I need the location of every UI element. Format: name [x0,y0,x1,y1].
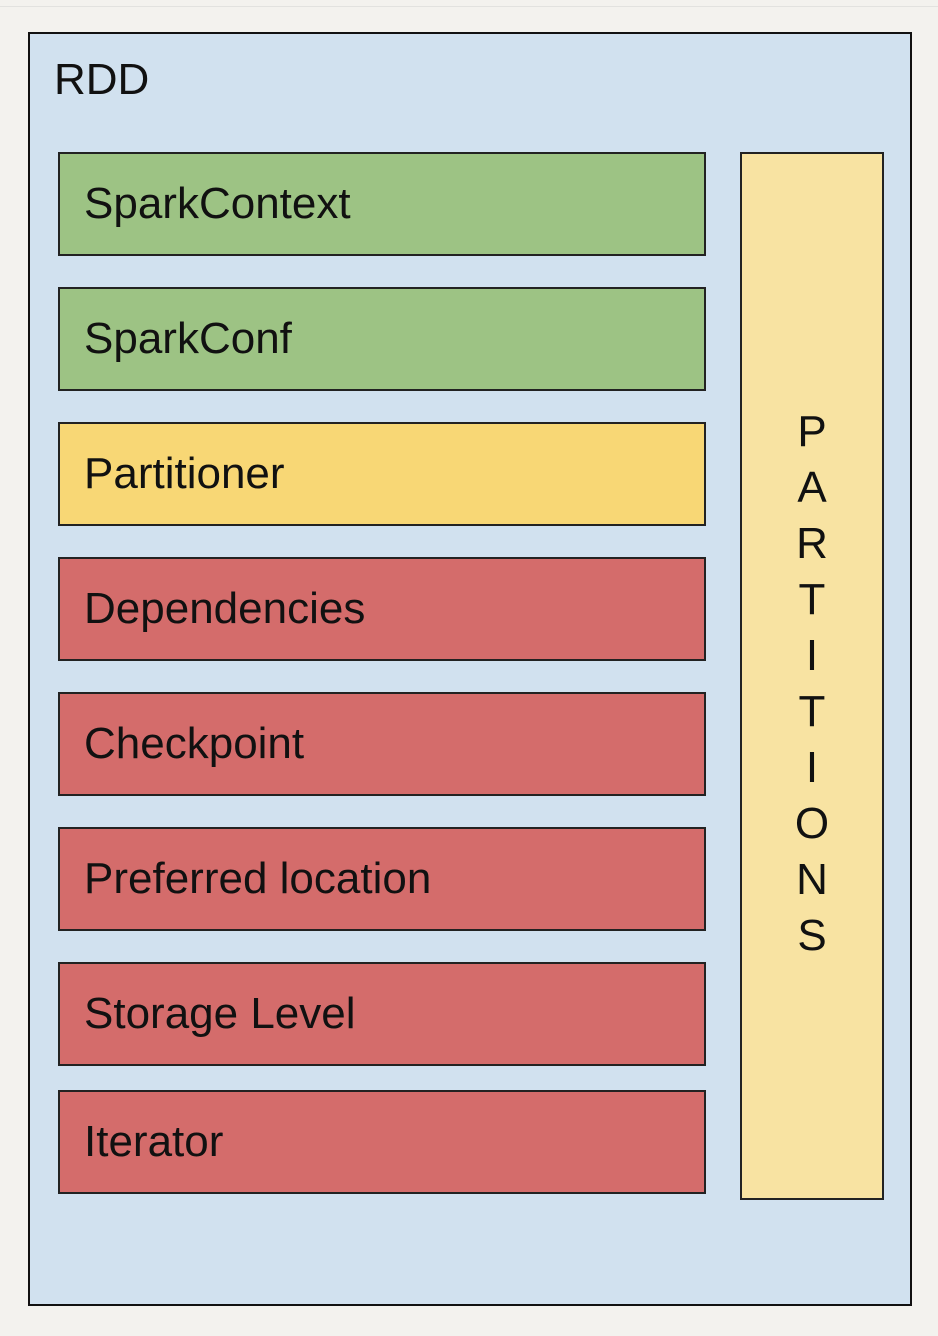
partitions-letter: N [796,855,828,904]
partitions-letter: T [798,687,826,736]
block-iterator: Iterator [58,1090,706,1194]
block-sparkcontext: SparkContext [58,152,706,256]
partitions-letter: O [794,799,830,848]
block-preferred-location: Preferred location [58,827,706,931]
partitions-letter: P [797,407,827,456]
rdd-title: RDD [54,55,150,104]
block-storage-level: Storage Level [58,962,706,1066]
partitions-letter: T [798,575,826,624]
rdd-container: RDD SparkContext SparkConf Partitioner D… [28,32,912,1306]
block-partitioner: Partitioner [58,422,706,526]
partitions-letter: A [797,463,827,512]
partitions-letter: I [805,743,819,792]
partitions-letter: S [797,911,827,960]
block-sparkconf: SparkConf [58,287,706,391]
block-dependencies: Dependencies [58,557,706,661]
partitions-letter: R [796,519,828,568]
block-checkpoint: Checkpoint [58,692,706,796]
partitions-letter: I [805,631,819,680]
top-divider [0,6,938,7]
